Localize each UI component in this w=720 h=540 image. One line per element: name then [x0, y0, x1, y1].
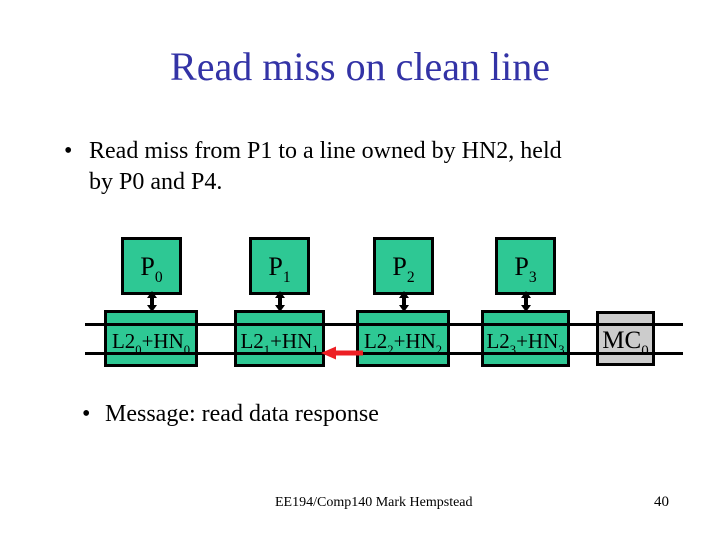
processor-box-1: P1	[249, 237, 310, 295]
processor-box-3: P3	[495, 237, 556, 295]
processor-box-0: P0	[121, 237, 182, 295]
l2-hn-label-0: L20+HN0	[111, 329, 191, 357]
processor-label-2: P2	[392, 252, 415, 287]
footer-page-number: 40	[654, 494, 669, 510]
ring-bus-line-upper	[85, 323, 683, 326]
p2-l2-link-double-arrow-icon	[399, 291, 409, 312]
processor-label-1: P1	[268, 252, 291, 287]
l2-hn-label-3: L23+HN3	[486, 329, 565, 357]
l2-hn-box-1: L21+HN1	[234, 310, 325, 367]
ring-bus-line-lower	[85, 352, 683, 355]
l2-hn-label-2: L22+HN2	[363, 329, 443, 357]
p3-l2-link-double-arrow-icon	[521, 291, 531, 312]
l2-hn-label-1: L21+HN1	[240, 329, 319, 357]
processor-label-0: P0	[140, 252, 163, 287]
p0-l2-link-double-arrow-icon	[147, 291, 157, 312]
bullet-message-text: Message: read data response	[105, 401, 379, 427]
bullet-read-miss: • Read miss from P1 to a line owned by H…	[64, 136, 562, 198]
memory-controller-label: MC0	[602, 327, 649, 359]
footer-course-author: EE194/Comp140 Mark Hempstead	[275, 495, 473, 510]
bullet-marker: •	[82, 401, 91, 427]
processor-label-3: P3	[514, 252, 537, 287]
p1-l2-link-double-arrow-icon	[275, 291, 285, 312]
l2-hn-box-3: L23+HN3	[481, 310, 570, 367]
processor-box-2: P2	[373, 237, 434, 295]
read-data-response-arrow-icon	[321, 346, 363, 360]
bullet-marker: •	[64, 138, 73, 164]
l2-hn-box-0: L20+HN0	[104, 310, 198, 367]
bullet-message: • Message: read data response	[82, 399, 379, 430]
bullet-read-miss-text: Read miss from P1 to a line owned by HN2…	[89, 138, 562, 195]
l2-hn-box-2: L22+HN2	[356, 310, 450, 367]
memory-controller-box: MC0	[596, 311, 655, 366]
slide-title: Read miss on clean line	[170, 44, 550, 89]
